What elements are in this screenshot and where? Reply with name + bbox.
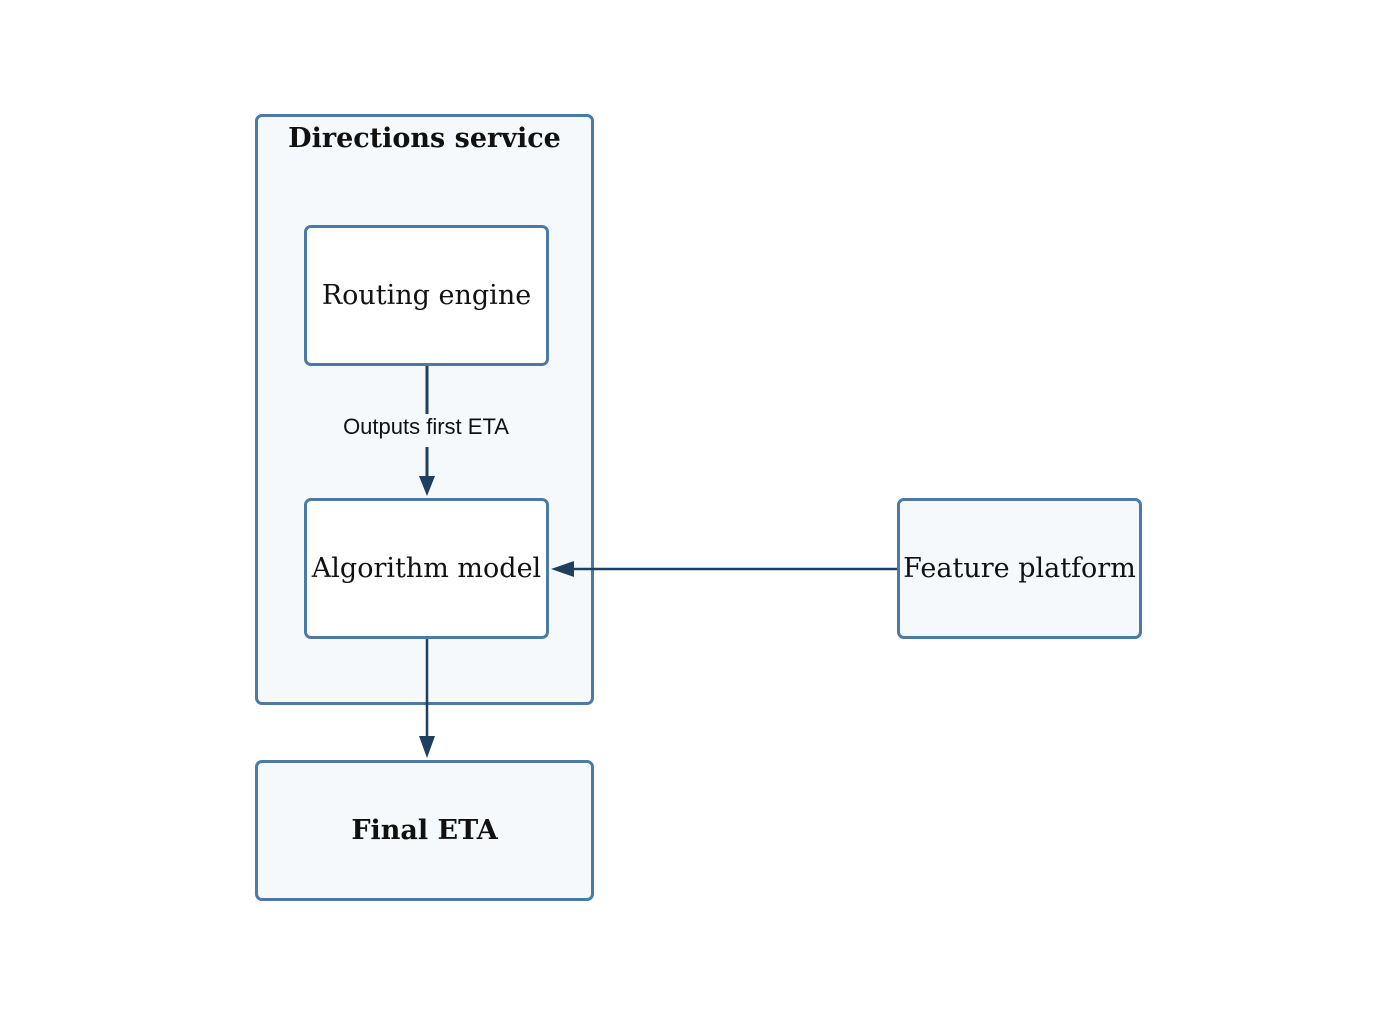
final-eta-node: Final ETA [255, 760, 594, 901]
edge-algorithm-to-final [419, 639, 435, 758]
algorithm-model-node: Algorithm model [304, 498, 549, 639]
algorithm-model-label: Algorithm model [311, 553, 542, 584]
edge-routing-to-algorithm [419, 366, 435, 496]
arrowhead-icon [551, 561, 574, 577]
feature-platform-node: Feature platform [897, 498, 1142, 639]
arrowhead-icon [419, 476, 435, 496]
edge-feature-to-algorithm [551, 561, 897, 577]
edge-label-outputs-first-eta: Outputs first ETA [300, 414, 552, 440]
routing-engine-node: Routing engine [304, 225, 549, 366]
final-eta-label: Final ETA [351, 815, 498, 846]
directions-service-title: Directions service [288, 123, 561, 154]
edge-label-text: Outputs first ETA [341, 414, 511, 439]
routing-engine-label: Routing engine [321, 280, 532, 311]
feature-platform-label: Feature platform [903, 553, 1136, 584]
arrowhead-icon [419, 736, 435, 758]
